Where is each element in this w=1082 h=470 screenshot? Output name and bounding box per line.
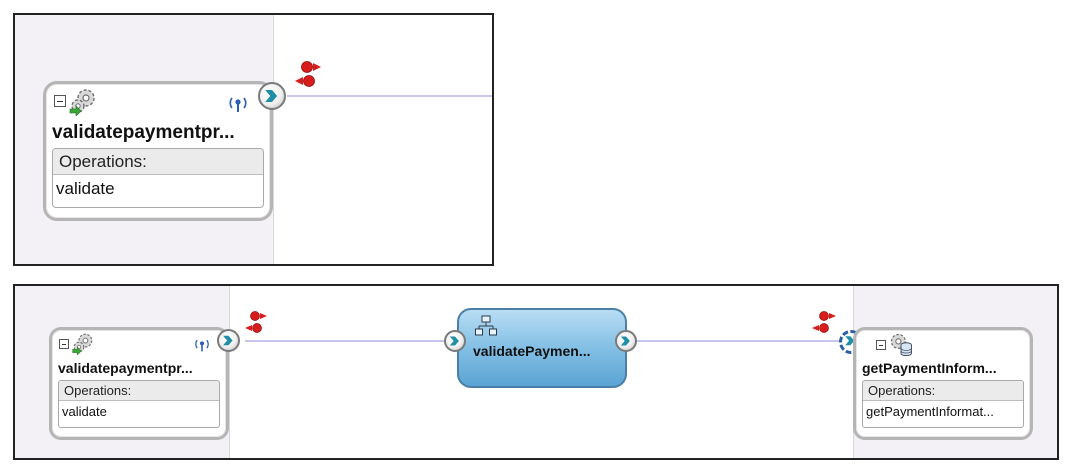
bottom-composite-panel: validatepaymentpr... Operations: validat…	[13, 284, 1059, 460]
component-name: validatePaymen...	[473, 343, 591, 359]
service-port-chevron-icon[interactable]	[258, 82, 286, 110]
operations-box: Operations: validate	[52, 148, 264, 208]
gear-icon	[71, 331, 95, 356]
top-composite-panel: validatepaymentpr... Operations: validat…	[13, 13, 494, 266]
collapse-icon[interactable]	[59, 339, 69, 349]
web-service-icon	[228, 94, 248, 114]
web-service-icon	[194, 337, 210, 353]
fault-indicator-icon	[245, 310, 273, 336]
operations-label: Operations:	[863, 381, 1023, 401]
database-adapter-icon	[888, 331, 914, 357]
bpel-process-icon	[475, 315, 497, 339]
operation-item[interactable]: validate	[56, 179, 115, 198]
operations-label: Operations:	[53, 149, 263, 175]
operation-item[interactable]: validate	[62, 404, 107, 419]
fault-indicator-icon	[295, 60, 327, 90]
component-service-port-icon[interactable]	[444, 330, 466, 352]
wire	[287, 95, 492, 97]
reference-name: getPaymentInform...	[862, 360, 997, 376]
gear-icon	[68, 86, 98, 117]
operation-item[interactable]: getPaymentInformat...	[866, 404, 994, 419]
collapse-icon[interactable]	[876, 340, 886, 350]
bpel-component-validatepayment[interactable]: validatePaymen...	[457, 308, 627, 388]
service-validatepaymentprocess[interactable]: validatepaymentpr... Operations: validat…	[49, 327, 229, 440]
collapse-icon[interactable]	[54, 95, 66, 107]
component-reference-port-icon[interactable]	[615, 330, 637, 352]
service-name: validatepaymentpr...	[58, 360, 193, 376]
service-name: validatepaymentpr...	[52, 122, 235, 143]
wire	[635, 340, 840, 342]
service-validatepaymentprocess[interactable]: validatepaymentpr... Operations: validat…	[43, 81, 273, 221]
operations-box: Operations: validate	[58, 380, 220, 428]
operations-box: Operations: getPaymentInformat...	[862, 380, 1024, 428]
fault-indicator-icon	[812, 310, 840, 336]
reference-getpaymentinformation[interactable]: getPaymentInform... Operations: getPayme…	[853, 327, 1033, 440]
service-port-chevron-icon[interactable]	[217, 329, 240, 352]
wire	[245, 340, 445, 342]
operations-label: Operations:	[59, 381, 219, 401]
